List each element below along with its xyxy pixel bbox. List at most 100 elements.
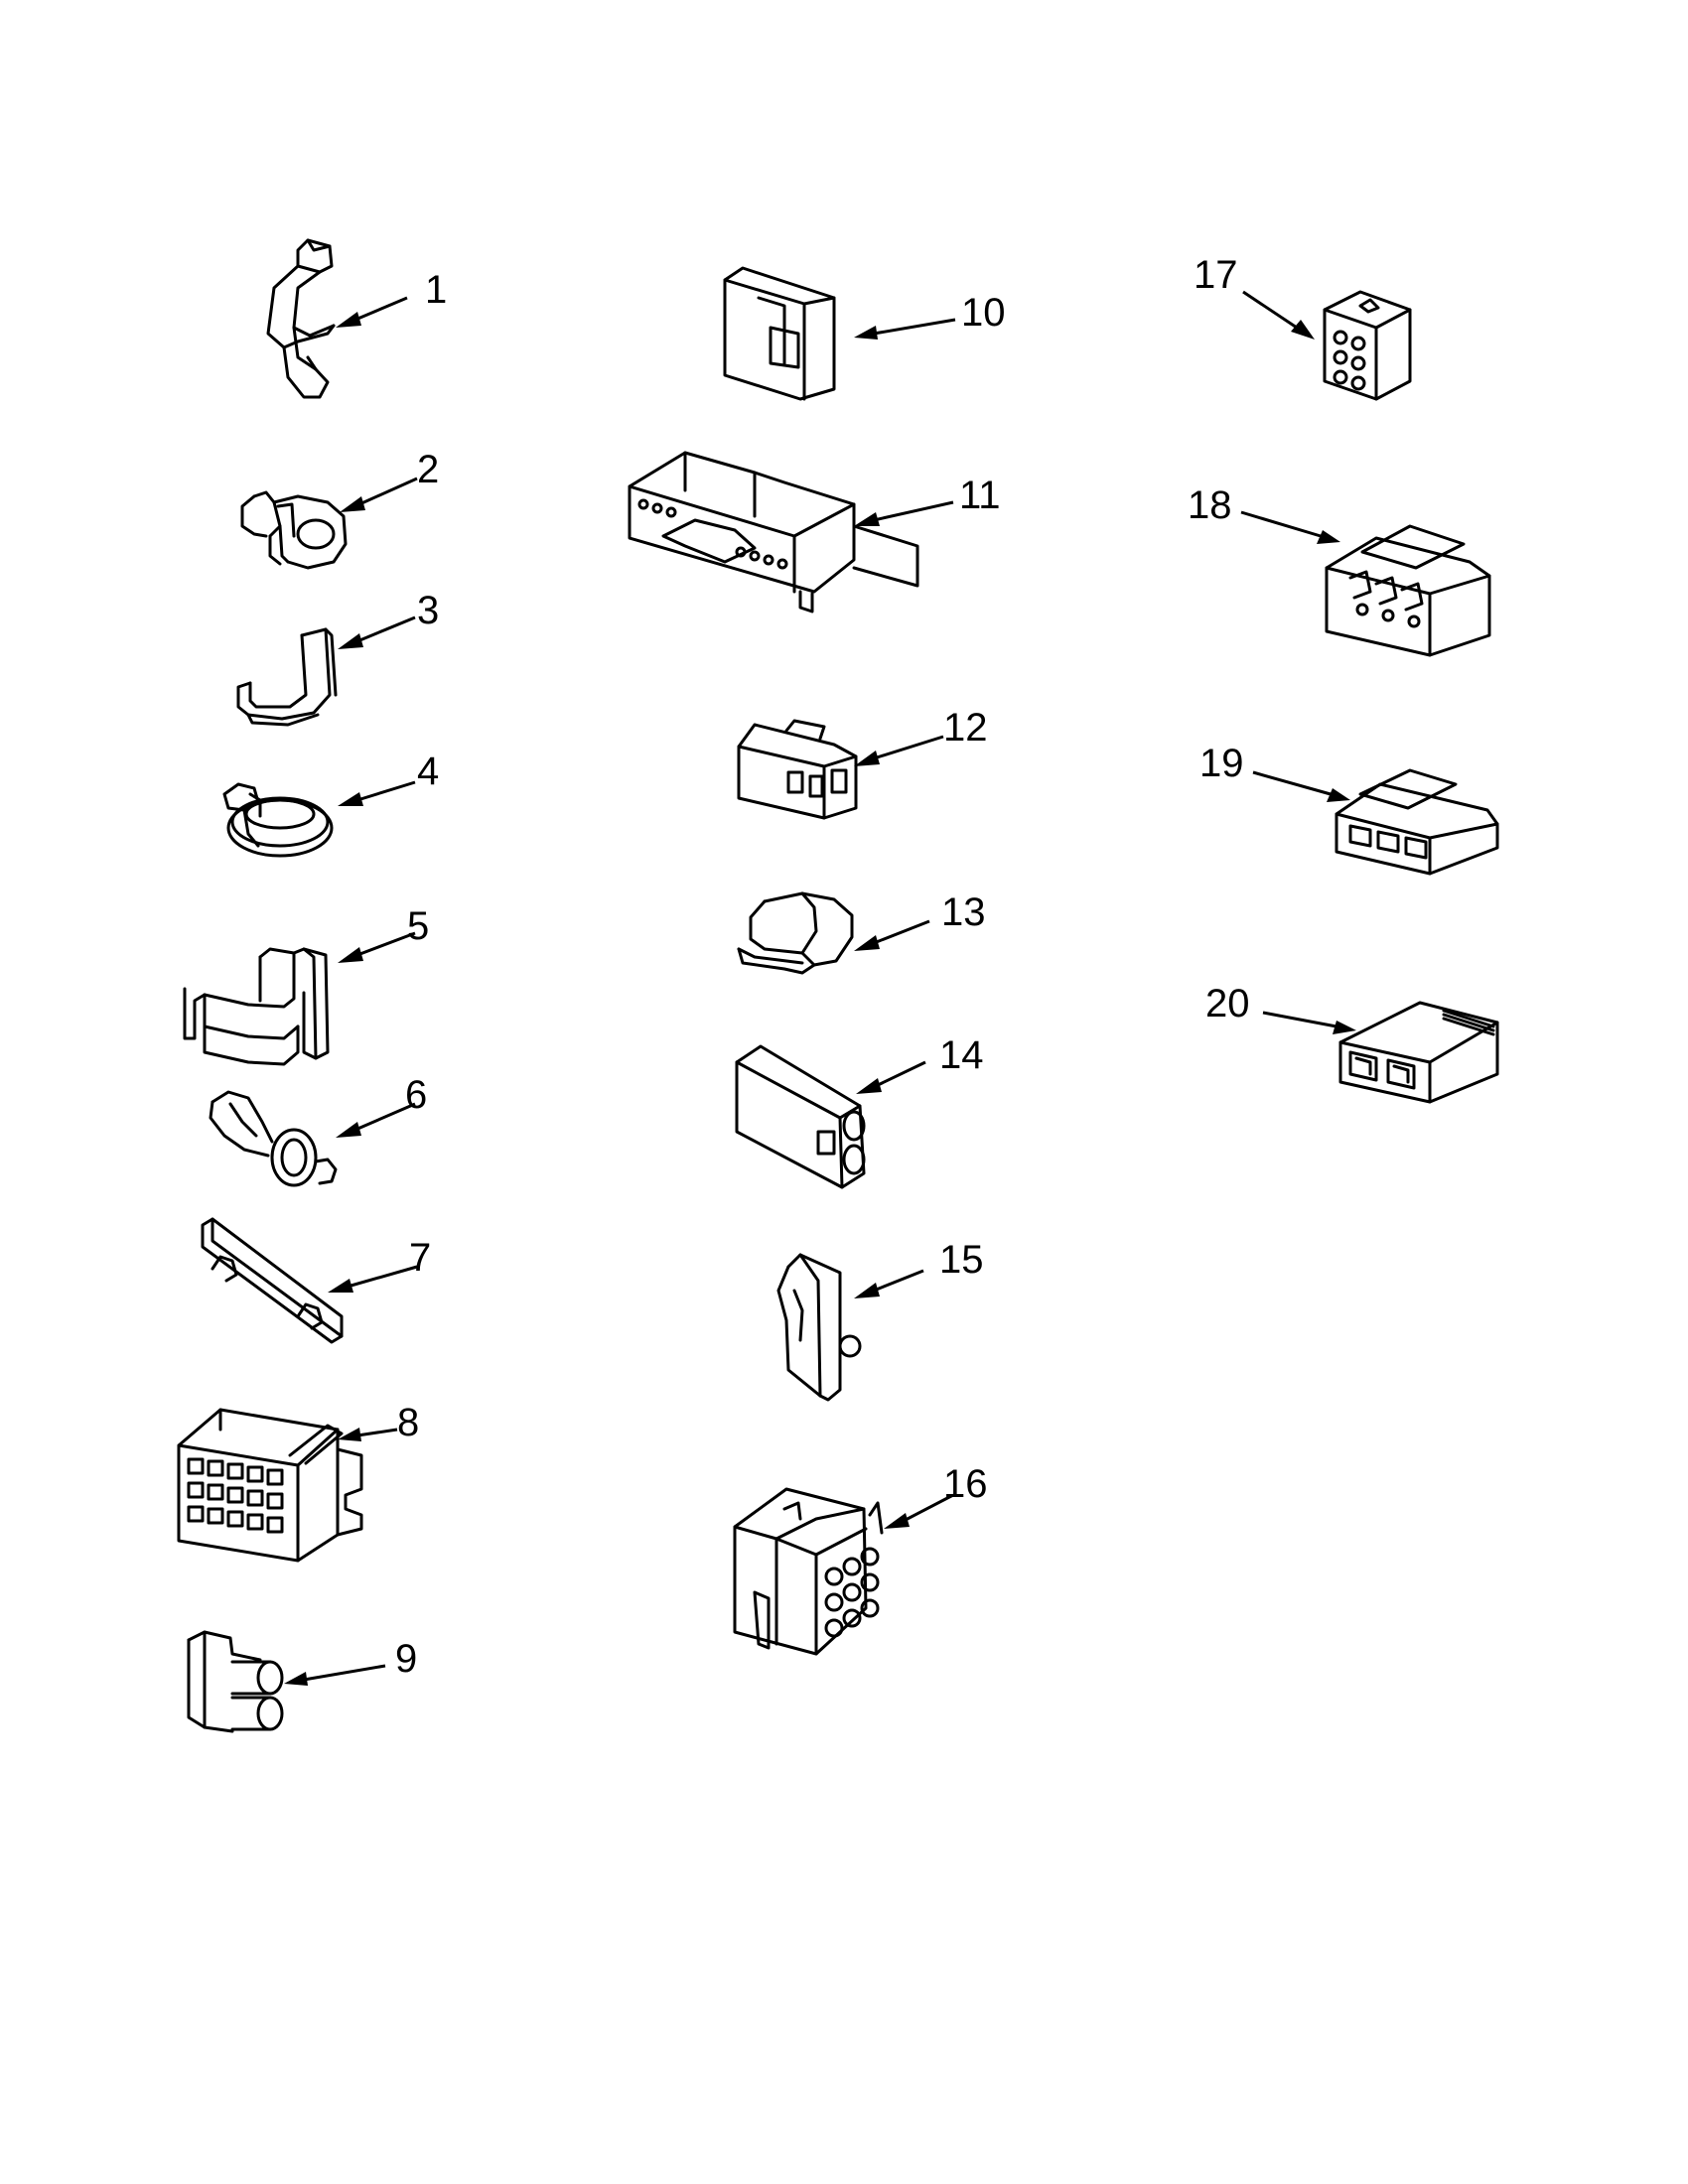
part-5-drawing (183, 947, 330, 1066)
part-16: 16 (733, 1462, 988, 1656)
part-10-number: 10 (961, 291, 1006, 335)
part-13: 13 (737, 890, 986, 975)
part-15-arrowhead (854, 1283, 880, 1298)
part-6: 6 (209, 1073, 427, 1187)
part-8-leader (356, 1428, 398, 1437)
part-1-leader (354, 296, 408, 322)
part-5-leader (356, 931, 416, 957)
part-18: 18 (1188, 483, 1491, 657)
part-2-number: 2 (417, 448, 439, 491)
part-11-number: 11 (959, 474, 1001, 517)
part-7-number: 7 (409, 1236, 431, 1280)
part-20-number: 20 (1205, 982, 1250, 1025)
part-8-arrowhead (338, 1428, 361, 1441)
part-6-leader (354, 1102, 416, 1132)
part-11-drawing (628, 451, 919, 614)
part-17-arrowhead (1291, 320, 1315, 340)
part-14-drawing (735, 1044, 866, 1189)
part-4-leader (356, 780, 416, 802)
part-12-drawing (737, 719, 858, 820)
part-14-leader (875, 1060, 926, 1088)
part-18-drawing (1325, 524, 1491, 657)
part-5-number: 5 (407, 904, 429, 948)
part-3-leader (356, 615, 416, 643)
part-13-number: 13 (941, 890, 986, 934)
part-4-number: 4 (417, 750, 439, 793)
part-1-drawing (266, 238, 336, 399)
part-19-leader (1252, 770, 1332, 796)
part-18-leader (1240, 510, 1322, 538)
part-10: 10 (723, 266, 1006, 401)
part-12-leader (873, 735, 944, 760)
part-9: 9 (187, 1630, 417, 1733)
part-9-leader (303, 1664, 386, 1682)
part-12-number: 12 (943, 706, 988, 750)
part-18-number: 18 (1188, 483, 1232, 527)
part-15-drawing (776, 1253, 862, 1402)
part-3-number: 3 (417, 589, 439, 632)
part-2-leader (358, 477, 418, 506)
part-16-arrowhead (884, 1513, 910, 1529)
part-14: 14 (735, 1033, 984, 1189)
part-4-arrowhead (338, 792, 363, 806)
part-13-drawing (737, 891, 854, 975)
part-10-leader (873, 318, 956, 336)
part-1-arrowhead (336, 312, 361, 328)
part-1-number: 1 (425, 268, 447, 312)
part-6-number: 6 (405, 1073, 427, 1117)
part-9-number: 9 (395, 1637, 417, 1681)
part-19-drawing (1335, 768, 1499, 876)
part-17: 17 (1194, 253, 1412, 401)
part-12-arrowhead (854, 751, 880, 766)
part-14-number: 14 (939, 1033, 984, 1077)
part-2: 2 (240, 448, 439, 570)
part-10-arrowhead (854, 326, 878, 340)
part-5: 5 (183, 904, 429, 1066)
part-20: 20 (1205, 982, 1499, 1104)
part-6-drawing (209, 1090, 338, 1187)
part-4-drawing (222, 782, 334, 858)
part-3-drawing (236, 627, 338, 727)
part-1: 1 (266, 238, 447, 399)
part-3: 3 (236, 589, 439, 727)
part-9-drawing (187, 1630, 284, 1733)
part-6-arrowhead (336, 1122, 361, 1138)
part-7-drawing (201, 1217, 344, 1344)
part-3-arrowhead (338, 633, 363, 649)
part-17-drawing (1323, 290, 1412, 401)
part-13-leader (873, 919, 930, 945)
part-8-number: 8 (397, 1401, 419, 1444)
part-10-drawing (723, 266, 836, 401)
part-16-leader (903, 1493, 954, 1523)
part-17-leader (1242, 290, 1298, 330)
part-17-number: 17 (1194, 253, 1238, 297)
part-20-arrowhead (1333, 1021, 1356, 1034)
part-16-drawing (733, 1487, 884, 1656)
part-19: 19 (1199, 742, 1499, 876)
part-16-number: 16 (943, 1462, 988, 1506)
part-8: 8 (177, 1401, 419, 1563)
part-7-arrowhead (328, 1279, 353, 1293)
part-14-arrowhead (856, 1078, 882, 1094)
part-12: 12 (737, 706, 988, 820)
part-19-arrowhead (1327, 788, 1350, 802)
part-11-arrowhead (854, 512, 880, 526)
part-9-arrowhead (284, 1672, 308, 1686)
part-8-drawing (177, 1408, 363, 1563)
part-20-leader (1262, 1011, 1337, 1028)
part-2-arrowhead (340, 496, 365, 512)
part-4: 4 (222, 750, 439, 858)
part-15-leader (873, 1269, 924, 1293)
part-15: 15 (776, 1238, 984, 1402)
part-19-number: 19 (1199, 742, 1244, 785)
part-7-leader (347, 1265, 418, 1289)
part-5-arrowhead (338, 947, 363, 963)
part-7: 7 (201, 1217, 431, 1344)
part-18-arrowhead (1317, 530, 1340, 544)
part-13-arrowhead (854, 935, 880, 951)
part-20-drawing (1338, 1001, 1499, 1104)
part-2-drawing (240, 490, 348, 570)
part-11: 11 (628, 451, 1001, 614)
part-11-leader (873, 500, 954, 522)
